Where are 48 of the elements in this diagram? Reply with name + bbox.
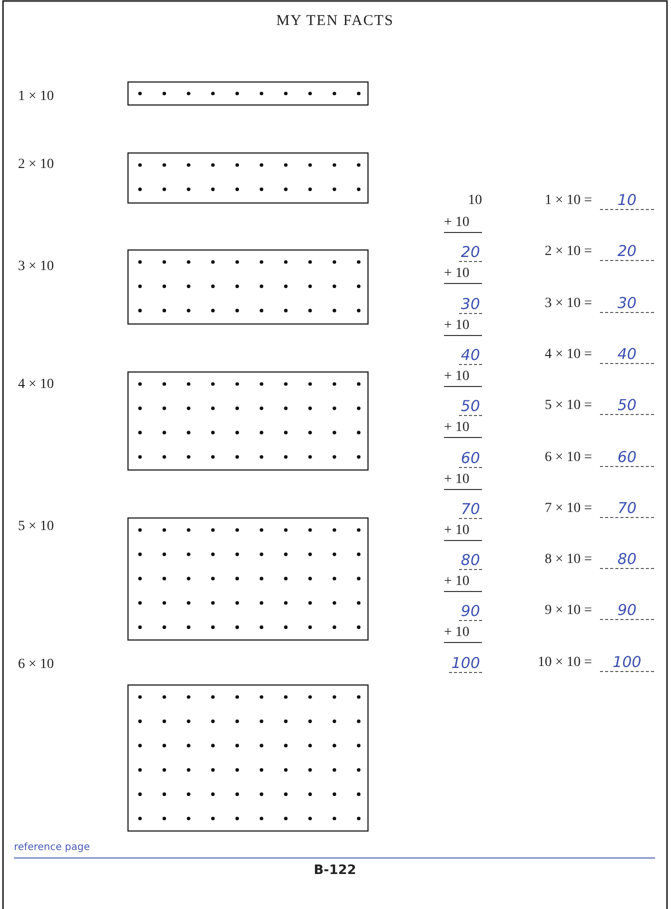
written-answer: 10: [600, 191, 654, 210]
equation: 10 × 10 =: [538, 654, 592, 672]
equation: 5 × 10 =: [544, 397, 592, 416]
equation: 7 × 10 =: [544, 500, 592, 518]
equation: 8 × 10 =: [544, 551, 592, 570]
factor-label: 6 × 10: [18, 656, 54, 674]
written-sum: 50: [458, 397, 482, 416]
addend: + 10: [444, 624, 482, 644]
equation: 2 × 10 =: [544, 243, 592, 262]
written-answer: 70: [600, 498, 654, 518]
written-answer: 100: [600, 652, 654, 672]
written-answer: 30: [600, 294, 654, 313]
factor-label: 3 × 10: [18, 258, 54, 276]
written-sum: 60: [458, 448, 482, 468]
equation: 9 × 10 =: [544, 602, 592, 620]
addend: + 10: [444, 214, 482, 233]
written-answer: 50: [600, 396, 654, 416]
addend: + 10: [444, 522, 482, 541]
written-sum: 30: [458, 294, 482, 314]
factor-label: 2 × 10: [18, 156, 54, 174]
written-answer: 60: [600, 448, 654, 466]
footer-note: reference page: [14, 841, 90, 855]
factor-label: 4 × 10: [18, 376, 54, 394]
written-sum: 70: [458, 500, 482, 519]
factor-label: 5 × 10: [18, 518, 54, 536]
written-answer: 20: [600, 242, 654, 262]
written-sum: 90: [458, 602, 482, 622]
written-sum: 40: [458, 346, 482, 365]
addend: + 10: [444, 265, 482, 284]
equation: 3 × 10 =: [544, 294, 592, 313]
equation: 6 × 10 =: [544, 448, 592, 466]
written-answer: 80: [600, 550, 654, 570]
addend: + 10: [444, 368, 482, 387]
title: MY TEN FACTS: [276, 12, 394, 30]
written-sum: 100: [449, 654, 482, 673]
equation: 1 × 10 =: [544, 192, 592, 210]
number: 10: [468, 192, 482, 210]
written-sum: 80: [458, 551, 482, 570]
written-answer: 40: [600, 344, 654, 364]
factor-label: 1 × 10: [18, 88, 54, 106]
written-answer: 90: [600, 601, 654, 620]
addend: + 10: [444, 470, 482, 490]
page-number: B-122: [314, 862, 356, 880]
addend: + 10: [444, 316, 482, 336]
written-sum: 20: [458, 243, 482, 262]
addend: + 10: [444, 573, 482, 592]
addend: + 10: [444, 419, 482, 438]
equation: 4 × 10 =: [544, 346, 592, 364]
